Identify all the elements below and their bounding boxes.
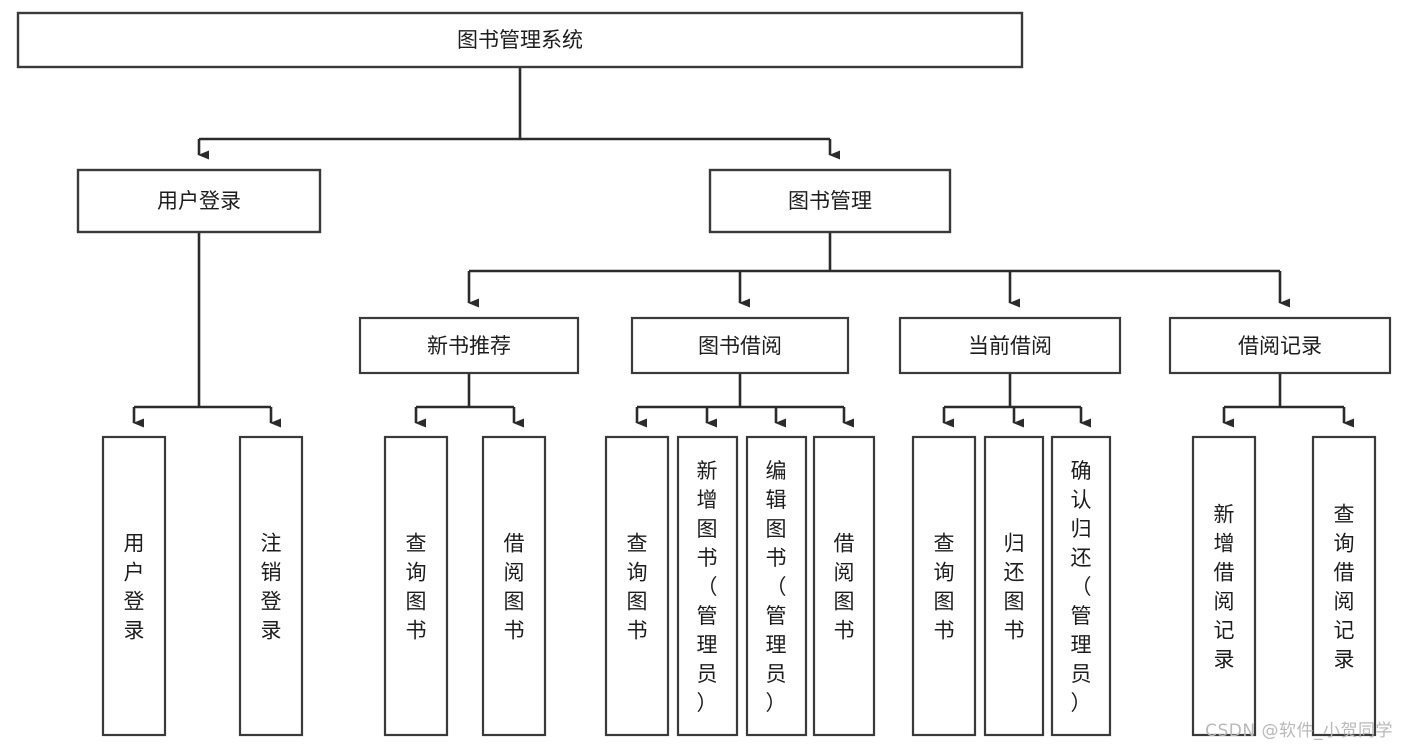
node-new-book-rec[interactable]: 新书推荐 <box>358 316 580 375</box>
leaf-node-label: 新增图书（管理员） <box>697 459 718 715</box>
leaf-node[interactable]: 查询借阅记录 <box>1311 435 1377 737</box>
node-borrow-record-label: 借阅记录 <box>1238 334 1322 358</box>
leaf-node-label: 新增借阅记录 <box>1214 503 1235 672</box>
leaf-node[interactable]: 查询图书 <box>911 435 977 737</box>
leaf-node-label: 确认归还（管理员） <box>1071 459 1092 715</box>
leaf-node[interactable]: 借阅图书 <box>481 435 547 737</box>
leaf-node-box <box>481 435 547 737</box>
leaf-node-label: 用户登录 <box>124 532 145 643</box>
leaf-node-label: 查询图书 <box>406 532 427 643</box>
leaf-node-box <box>604 435 670 737</box>
leaf-node[interactable]: 借阅图书 <box>812 435 876 737</box>
node-book-manage-label: 图书管理 <box>788 189 872 213</box>
leaf-node-box <box>1050 435 1112 737</box>
leaf-node-label: 借阅图书 <box>834 532 855 643</box>
leaf-node-box <box>983 435 1045 737</box>
leaf-node-label: 查询图书 <box>627 532 648 643</box>
leaf-node-label: 借阅图书 <box>504 532 525 643</box>
node-borrow-record[interactable]: 借阅记录 <box>1168 316 1392 375</box>
leaf-node-box <box>238 435 304 737</box>
node-book-manage-box <box>708 168 952 234</box>
node-user-login-box <box>76 168 322 234</box>
leaf-node-box <box>676 435 739 737</box>
leaf-node-box <box>812 435 876 737</box>
leaf-node[interactable]: 用户登录 <box>101 435 167 737</box>
leaf-node-label: 注销登录 <box>261 532 282 643</box>
node-current-borrow[interactable]: 当前借阅 <box>898 316 1122 375</box>
leaf-node[interactable]: 归还图书 <box>983 435 1045 737</box>
leaf-node-box <box>1191 435 1257 737</box>
leaf-node-label: 归还图书 <box>1004 532 1025 643</box>
leaf-node[interactable]: 新增图书（管理员） <box>676 435 739 737</box>
leaf-node[interactable]: 查询图书 <box>604 435 670 737</box>
leaf-node-label: 查询图书 <box>934 532 955 643</box>
node-user-login-label: 用户登录 <box>157 189 241 213</box>
node-book-manage[interactable]: 图书管理 <box>708 168 952 234</box>
leaf-node-box <box>101 435 167 737</box>
connector-layer <box>132 67 1354 428</box>
leaf-node[interactable]: 新增借阅记录 <box>1191 435 1257 737</box>
node-root-system-label: 图书管理系统 <box>457 28 583 52</box>
node-new-book-rec-box <box>358 316 580 375</box>
leaf-node[interactable]: 查询图书 <box>383 435 449 737</box>
leaf-node[interactable]: 确认归还（管理员） <box>1050 435 1112 737</box>
leaf-node[interactable]: 编辑图书（管理员） <box>745 435 808 737</box>
leaf-node-box <box>1311 435 1377 737</box>
leaf-node-box <box>745 435 808 737</box>
node-user-login[interactable]: 用户登录 <box>76 168 322 234</box>
leaf-node[interactable]: 注销登录 <box>238 435 304 737</box>
leaf-node-label: 编辑图书（管理员） <box>766 459 787 715</box>
node-new-book-rec-label: 新书推荐 <box>427 334 511 358</box>
node-book-borrow[interactable]: 图书借阅 <box>630 316 850 375</box>
leaf-node-box <box>383 435 449 737</box>
node-borrow-record-box <box>1168 316 1392 375</box>
leaf-node-box <box>911 435 977 737</box>
node-current-borrow-box <box>898 316 1122 375</box>
node-book-borrow-box <box>630 316 850 375</box>
node-root-system-box <box>16 11 1024 69</box>
node-book-borrow-label: 图书借阅 <box>698 334 782 358</box>
node-current-borrow-label: 当前借阅 <box>968 334 1052 358</box>
node-root-system[interactable]: 图书管理系统 <box>16 11 1024 69</box>
leaf-layer: 用户登录 注销登录 查询图书 借阅图书 查询图书 新增图书（管理员） <box>101 435 1377 737</box>
leaf-node-label: 查询借阅记录 <box>1334 503 1355 672</box>
